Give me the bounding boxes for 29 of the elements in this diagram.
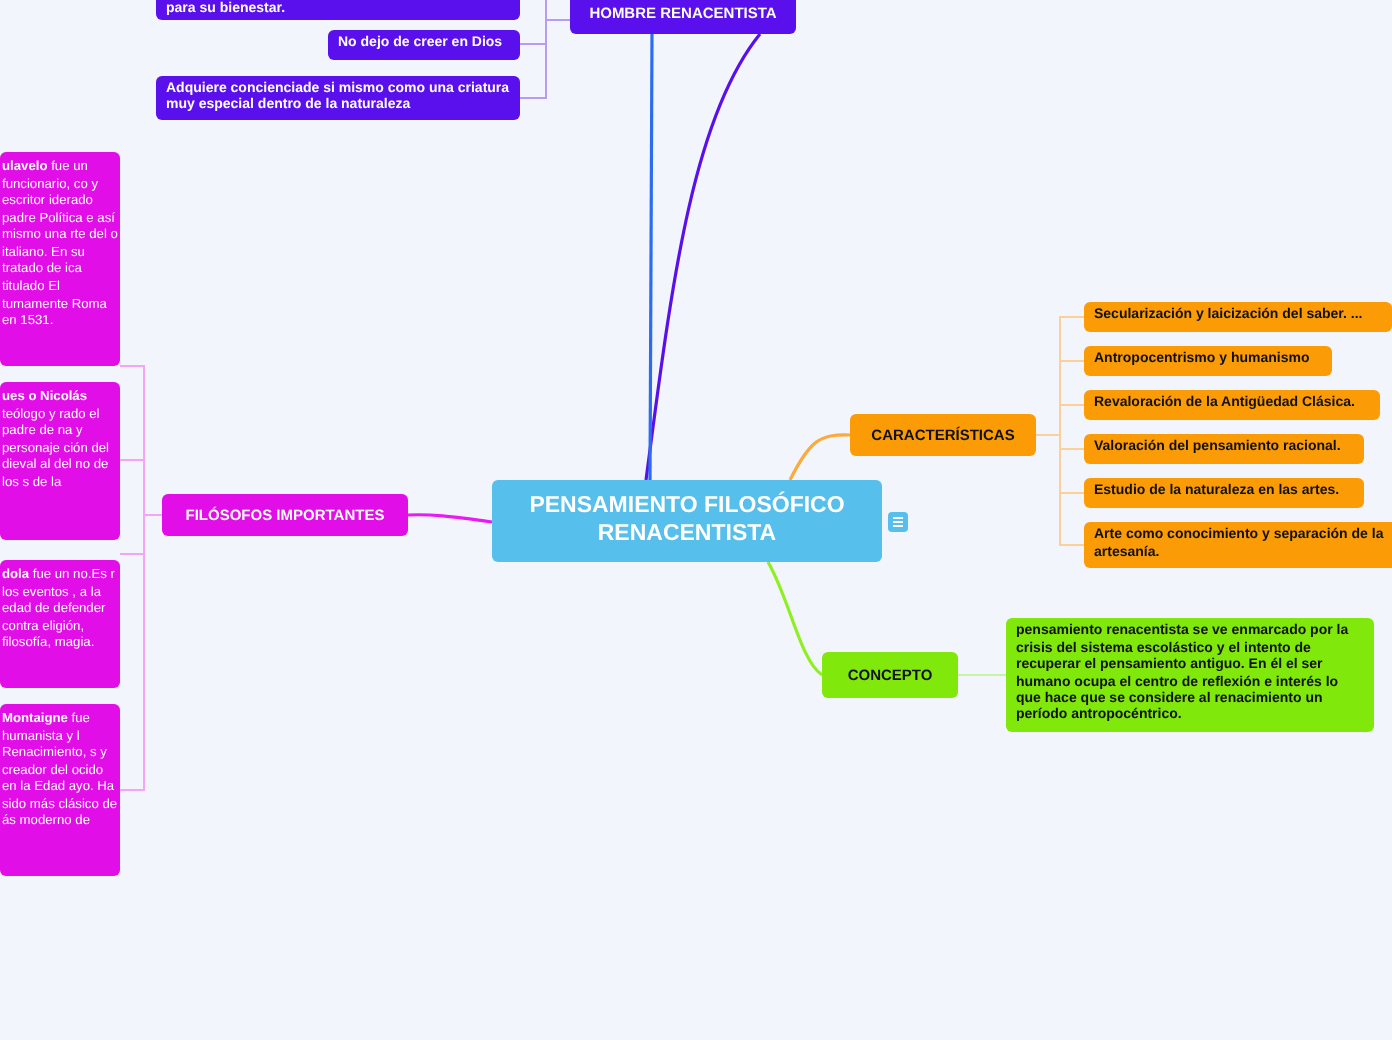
topic-box	[822, 652, 958, 698]
subtopic-box	[1084, 302, 1392, 332]
connector-line	[407, 513, 493, 524]
subtopic-box	[156, 76, 520, 120]
connector-line	[644, 33, 762, 481]
subtopic-box	[156, 0, 520, 20]
connector-line	[1035, 434, 1085, 546]
central-topic-box	[492, 480, 882, 562]
subtopic-box	[0, 152, 120, 366]
topic-box	[162, 494, 408, 536]
subtopic-box	[1084, 478, 1364, 508]
subtopic-box	[1084, 390, 1380, 420]
subtopic-box	[1084, 434, 1364, 464]
subtopic-box	[328, 30, 520, 60]
topic-text: PENSAMIENTO FILOSÓFICO RENACENTISTA	[527, 493, 847, 549]
connector-line	[788, 433, 851, 481]
connector-line	[957, 674, 1007, 676]
topic-box	[570, 0, 796, 34]
topic-box	[850, 414, 1036, 456]
connector-line	[648, 34, 654, 480]
connector-line	[119, 514, 163, 791]
subtopic-box	[0, 704, 120, 876]
connector-line	[766, 561, 824, 677]
subtopic-box	[0, 560, 120, 688]
connector-line	[519, 19, 571, 99]
subtopic-box	[1084, 346, 1332, 376]
subtopic-box	[1084, 522, 1392, 568]
subtopic-box	[0, 382, 120, 540]
subtopic-box	[1006, 618, 1374, 732]
